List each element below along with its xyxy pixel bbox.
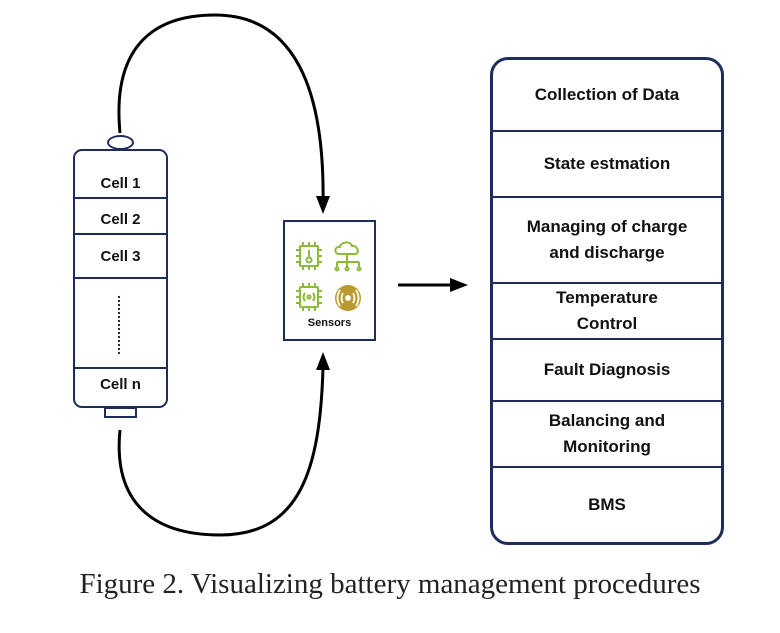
bms-divider bbox=[490, 466, 724, 468]
bms-collection-of-data: Collection of Data bbox=[534, 85, 680, 104]
curve-battery-bottom-to-sensors bbox=[117, 367, 325, 537]
battery-terminal bbox=[107, 135, 134, 150]
arrowhead-right bbox=[450, 278, 468, 292]
arrowhead-bottom bbox=[316, 352, 330, 370]
bms-state-estimation: State estmation bbox=[543, 154, 671, 173]
sensors-label: Sensors bbox=[307, 317, 352, 329]
cell-divider bbox=[73, 367, 168, 369]
chip-thermometer-icon bbox=[296, 242, 322, 270]
bms-fault-diagnosis: Fault Diagnosis bbox=[543, 360, 671, 379]
bms-balancing-monitoring: Balancing and Monitoring bbox=[548, 411, 666, 456]
bms-label: BMS bbox=[588, 495, 626, 514]
figure-caption: Figure 2. Visualizing battery management… bbox=[79, 568, 701, 600]
cell-2-label: Cell 2 bbox=[100, 211, 141, 228]
cells-ellipsis bbox=[118, 296, 120, 354]
curve-battery-to-sensors bbox=[117, 13, 325, 206]
chip-wireless-icon bbox=[296, 283, 322, 311]
arrowhead-top bbox=[316, 196, 330, 214]
cell-1-label: Cell 1 bbox=[100, 175, 141, 192]
bms-charge-discharge: Managing of charge and discharge bbox=[526, 217, 688, 262]
sensors-box bbox=[283, 220, 376, 341]
cell-3-label: Cell 3 bbox=[100, 248, 141, 265]
bms-temperature-control: Temperature Control bbox=[556, 288, 658, 333]
cell-n-label: Cell n bbox=[100, 376, 141, 393]
cloud-network-icon bbox=[334, 241, 362, 272]
bms-divider bbox=[490, 338, 724, 340]
signal-waves-icon bbox=[335, 285, 361, 311]
battery-base bbox=[104, 407, 137, 418]
bms-stack bbox=[490, 57, 724, 545]
cell-divider bbox=[73, 277, 168, 279]
bms-divider bbox=[490, 196, 724, 198]
cell-divider bbox=[73, 197, 168, 199]
bms-divider bbox=[490, 130, 724, 132]
cell-divider bbox=[73, 233, 168, 235]
bms-divider bbox=[490, 400, 724, 402]
bms-divider bbox=[490, 282, 724, 284]
